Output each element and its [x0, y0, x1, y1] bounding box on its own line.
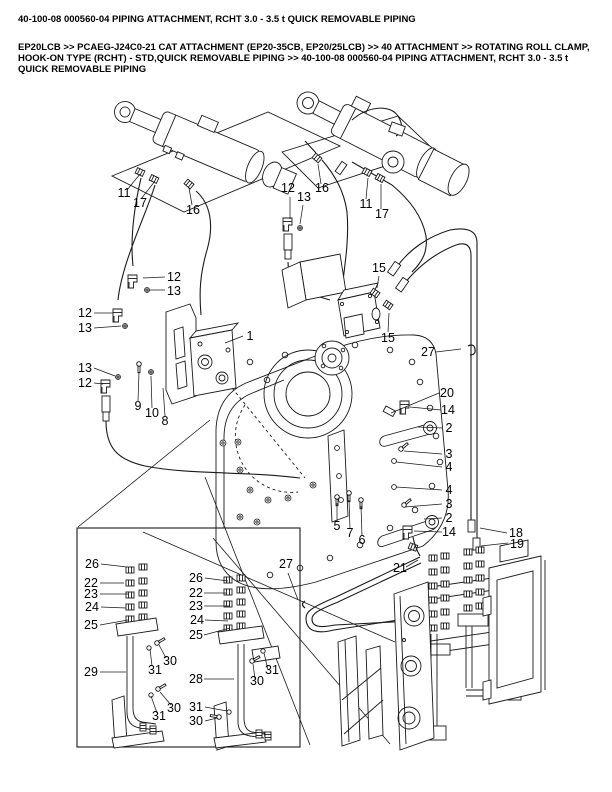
page-title: 40-100-08 000560-04 PIPING ATTACHMENT, R… [18, 14, 416, 25]
callout-15: 15 [381, 331, 395, 345]
callout-12: 12 [78, 306, 92, 320]
callout-3: 3 [446, 447, 453, 461]
pipe-assembly-29 [111, 563, 168, 749]
manifold-bracket [136, 303, 240, 405]
rotator-assembly [281, 253, 394, 376]
callout-16: 16 [186, 203, 200, 217]
callout-27: 27 [279, 557, 293, 571]
stopper-strip [327, 429, 364, 523]
callout-29: 29 [84, 665, 98, 679]
callout-24: 24 [190, 613, 204, 627]
fittings-upper [134, 152, 410, 293]
breadcrumb: EP20LCB >> PCAEG-J24C0-21 CAT ATTACHMENT… [18, 42, 590, 75]
callout-22: 22 [84, 576, 98, 590]
callout-31: 31 [148, 663, 162, 677]
callout-23: 23 [84, 587, 98, 601]
hoses-upper [117, 140, 478, 538]
callout-25: 25 [84, 618, 98, 632]
callout-25: 25 [189, 628, 203, 642]
callout-4: 4 [446, 460, 453, 474]
callout-7: 7 [347, 526, 354, 540]
callout-23: 23 [189, 599, 203, 613]
callout-26: 26 [189, 571, 203, 585]
callout-3: 3 [446, 497, 453, 511]
callout-11: 11 [360, 197, 373, 211]
leader-lines [93, 163, 509, 722]
callout-18: 18 [509, 526, 523, 540]
callout-1: 1 [247, 329, 254, 343]
callout-8: 8 [162, 414, 169, 428]
callout-15: 15 [372, 261, 386, 275]
callout-30: 30 [163, 654, 177, 668]
callout-14: 14 [442, 525, 456, 539]
callout-30: 30 [250, 674, 264, 688]
callout-13: 13 [167, 284, 181, 298]
detail-box [76, 527, 301, 748]
callout-9: 9 [135, 399, 142, 413]
callout-5: 5 [334, 519, 341, 533]
tilt-cylinder-right [296, 91, 470, 197]
callout-13: 13 [78, 361, 92, 375]
callout-24: 24 [85, 600, 99, 614]
callout-17: 17 [375, 207, 389, 221]
callout-4: 4 [446, 483, 453, 497]
callout-10: 10 [145, 406, 159, 420]
callout-2: 2 [446, 421, 453, 435]
callout-31: 31 [189, 700, 203, 714]
callout-12: 12 [281, 181, 295, 195]
hose-loop-lower [301, 536, 431, 633]
callout-31: 31 [265, 663, 279, 677]
callout-14: 14 [441, 403, 455, 417]
callout-31: 31 [152, 709, 166, 723]
callout-6: 6 [359, 533, 366, 547]
callout-21: 21 [393, 561, 407, 575]
boss-plate [393, 581, 435, 751]
diagram-linework [76, 91, 546, 751]
tilt-cylinder-left [114, 101, 298, 195]
callout-26: 26 [85, 557, 99, 571]
callout-13: 13 [78, 321, 92, 335]
callout-2: 2 [446, 511, 453, 525]
callout-13: 13 [297, 190, 311, 204]
callout-12: 12 [167, 270, 181, 284]
fork-upright [337, 635, 384, 747]
pipe-assembly-28 [209, 574, 281, 751]
callout-28: 28 [189, 672, 203, 686]
callout-30: 30 [189, 714, 203, 728]
carriage-frame [482, 539, 546, 705]
callout-17: 17 [133, 196, 147, 210]
callout-22: 22 [189, 586, 203, 600]
fittings-left [100, 274, 301, 479]
callout-16: 16 [315, 181, 329, 195]
callout-12: 12 [78, 376, 92, 390]
callout-20: 20 [440, 386, 454, 400]
callout-19: 19 [510, 537, 524, 551]
callout-30: 30 [167, 701, 181, 715]
hose-clamp-27 [467, 344, 476, 356]
callout-11: 11 [118, 186, 131, 200]
callout-27: 27 [421, 345, 435, 359]
